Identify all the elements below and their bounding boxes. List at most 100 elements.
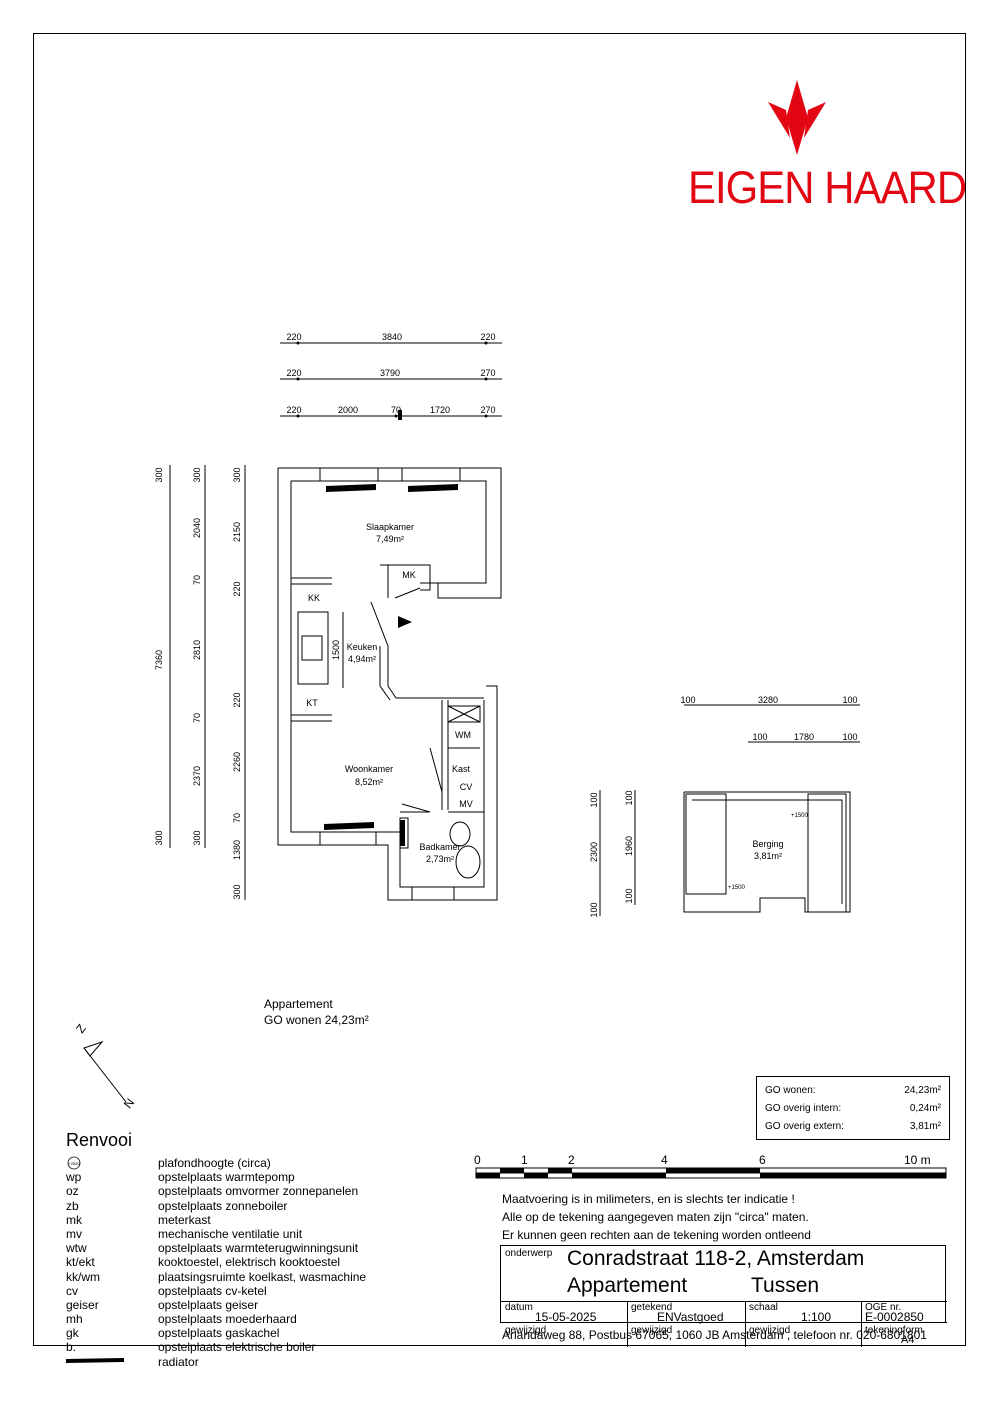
renvooi-title: Renvooi: [66, 1130, 133, 1150]
radiator-icon: [66, 1355, 158, 1369]
ceiling-height-symbol: +2540: [68, 1161, 80, 1166]
appartement-label: Appartement GO wonen 24,23m²: [264, 996, 369, 1028]
compass-n: N: [121, 1096, 137, 1111]
datum-value: 15-05-2025: [535, 1310, 597, 1324]
compass-icon: Z N: [73, 1021, 137, 1111]
renvooi-desc: meterkast: [158, 1212, 211, 1227]
berging-dim-top1-a: 100: [680, 695, 695, 705]
dim-left-mid-e: 70: [192, 713, 202, 723]
renvooi-abbr: b.: [66, 1340, 77, 1355]
berging-dim-left1-c: 100: [589, 902, 599, 917]
dim-top-1-b: 3840: [382, 332, 402, 342]
schaal-label: schaal: [749, 1302, 778, 1313]
room-slaapkamer-name: Slaapkamer: [366, 522, 414, 532]
summary-row: GO wonen: 24,23m²: [765, 1082, 941, 1100]
dim-top-2-a: 220: [286, 368, 301, 378]
summary-label: GO wonen:: [765, 1085, 816, 1096]
renvooi-desc: opstelplaats zonneboiler: [158, 1198, 288, 1213]
renvooi-desc: opstelplaats elektrische boiler: [158, 1340, 316, 1355]
summary-row: GO overig intern:0,24m²: [765, 1100, 941, 1118]
berging-dim-top1-b: 3280: [758, 695, 778, 705]
renvooi-desc: opstelplaats warmteterugwinningsunit: [158, 1241, 359, 1256]
schaal-value: 1:100: [801, 1310, 832, 1324]
label-kt: KT: [306, 698, 318, 708]
room-berging-area: 3,81m²: [754, 851, 782, 861]
renvooi-desc: opstelplaats geiser: [158, 1297, 259, 1312]
list-item: +2540 plafondhoogte (circa): [66, 1156, 366, 1170]
scale-label-4: 4: [661, 1153, 668, 1167]
label-kk: KK: [308, 593, 320, 603]
onderwerp-label: onderwerp: [505, 1248, 553, 1259]
logo-text: EIGEN HAARD: [688, 162, 967, 213]
room-berging-name: Berging: [752, 839, 783, 849]
summary-value: 24,23m²: [904, 1085, 941, 1096]
list-item: b. opstelplaats elektrische boiler: [66, 1340, 366, 1354]
gewijzigd-label-3: gewijzigd: [749, 1325, 791, 1336]
dim-left-inner-f: 70: [232, 813, 242, 823]
drawing-frame: [33, 33, 966, 1346]
list-item: radiator: [66, 1355, 366, 1369]
renvooi-abbr: wtw: [66, 1241, 87, 1256]
label-mv: MV: [459, 799, 473, 809]
dim-left-mid-d: 2810: [192, 640, 202, 660]
summary-row: GO overig extern: 3,81m²: [765, 1118, 941, 1136]
renvooi-abbr: zb: [66, 1198, 79, 1213]
berging-dim-top1-c: 100: [842, 695, 857, 705]
dim-left-mid-a: 300: [192, 467, 202, 482]
renvooi-abbr: wp: [66, 1170, 82, 1185]
note-line: Maatvoering is in milimeters, en is slec…: [502, 1192, 795, 1206]
getekend-value: ENVastgoed: [657, 1310, 724, 1324]
dim-left-outer-a: 300: [154, 467, 164, 482]
dim-left-inner-g: 1380: [232, 840, 242, 860]
renvooi-desc: opstelplaats cv-ketel: [158, 1283, 267, 1298]
company-address: Arlandaweg 88, Postbus 67065, 1060 JB Am…: [502, 1328, 927, 1342]
project-title: Conradstraat 118-2, Amsterdam: [567, 1247, 865, 1270]
dim-left-mid-c: 70: [192, 575, 202, 585]
berging-dim-top2-c: 100: [842, 732, 857, 742]
room-keuken-name: Keuken: [347, 642, 378, 652]
project-subtitle-left: Appartement: [567, 1274, 688, 1297]
summary-value: 3,81m²: [909, 1121, 941, 1132]
scale-label-0: 0: [474, 1153, 481, 1167]
renvooi-desc: kooktoestel, elektrisch kooktoestel: [158, 1255, 341, 1270]
dim-left-outer-c: 300: [154, 830, 164, 845]
renvooi-desc: opstelplaats gaskachel: [158, 1326, 280, 1341]
berging-dim-top2-b: 1780: [794, 732, 814, 742]
oge-value: E-0002850: [865, 1310, 924, 1324]
room-slaapkamer-area: 7,49m²: [376, 534, 404, 544]
dim-top-1-a: 220: [286, 332, 301, 342]
oge-label: OGE nr.: [865, 1302, 902, 1313]
dim-left-inner-a: 300: [232, 467, 242, 482]
summary-label: GO overig intern:: [765, 1103, 842, 1114]
renvooi-abbr: mv: [66, 1226, 82, 1241]
renvooi-desc: plafondhoogte (circa): [158, 1156, 271, 1170]
renvooi-desc: opstelplaats omvormer zonnepanelen: [158, 1184, 359, 1199]
renvooi-desc: plaatsingsruimte koelkast, wasmachine: [158, 1269, 367, 1284]
dim-top-3-b: 2000: [338, 405, 358, 415]
berging-dim-left2-b: 1960: [624, 836, 634, 856]
summary-label: GO overig extern:: [765, 1121, 844, 1132]
renvooi-abbr: oz: [66, 1184, 79, 1199]
gewijzigd-label-1: gewijzigd: [505, 1325, 547, 1336]
renvooi-abbr: kt/ekt: [66, 1255, 95, 1270]
renvooi-abbr: gk: [66, 1326, 79, 1341]
title-block: onderwerp Conradstraat 118-2, Amsterdam …: [500, 1245, 947, 1347]
dim-left-inner-d: 220: [232, 692, 242, 707]
gewijzigd-label-2: gewijzigd: [631, 1325, 673, 1336]
list-item: kt/ekt kooktoestel, elektrisch kooktoeste…: [66, 1255, 366, 1269]
dim-left-inner-h: 300: [232, 884, 242, 899]
scale-label-10: 10 m: [904, 1153, 931, 1167]
room-badkamer-name: Badkamer: [419, 842, 460, 852]
renvooi-abbr: kk/wm: [66, 1269, 100, 1284]
datum-label: datum: [505, 1302, 533, 1313]
floor-plan: 220 3840 220 220 3790 270 220 2000 70 17…: [154, 332, 860, 918]
dim-top-3-d: 1720: [430, 405, 450, 415]
dim-top-2-b: 3790: [380, 368, 400, 378]
renvooi-abbr: cv: [66, 1283, 78, 1298]
scale-bar: 0 1 2 4 6 10 m: [474, 1153, 947, 1179]
list-item: wtw opstelplaats warmteterugwinningsunit: [66, 1241, 366, 1255]
getekend-label: getekend: [631, 1302, 673, 1313]
